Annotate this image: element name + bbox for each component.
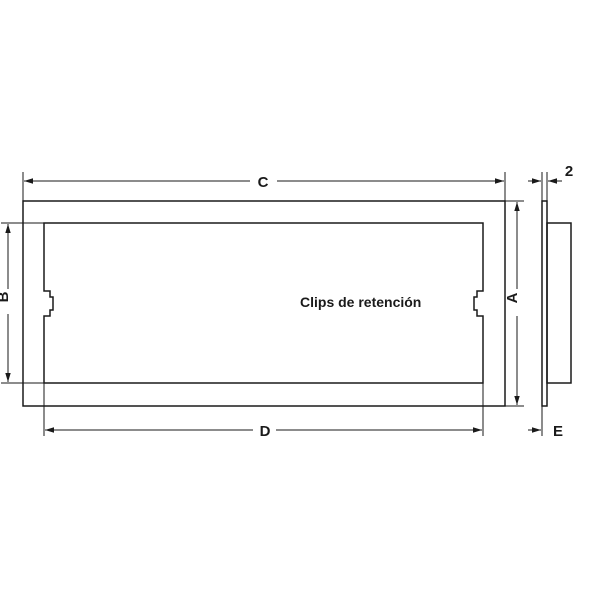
dimension-c-label: C <box>258 174 269 191</box>
side-view <box>541 200 572 407</box>
dimension-b: B <box>0 222 44 384</box>
retention-clips-label: Clips de retención <box>300 294 421 310</box>
dimension-e: E <box>528 406 563 440</box>
dimension-thickness-label: 2 <box>565 163 573 180</box>
dimension-a-label: A <box>504 292 521 303</box>
outer-frame <box>22 200 506 407</box>
dimension-b-label: B <box>0 291 12 302</box>
dimension-d: D <box>43 383 484 440</box>
dimension-a: A <box>504 200 524 407</box>
dimension-c: C <box>22 172 506 201</box>
dimension-thickness: 2 <box>528 163 573 201</box>
dimension-d-label: D <box>260 423 271 440</box>
dimension-e-label: E <box>553 423 563 440</box>
